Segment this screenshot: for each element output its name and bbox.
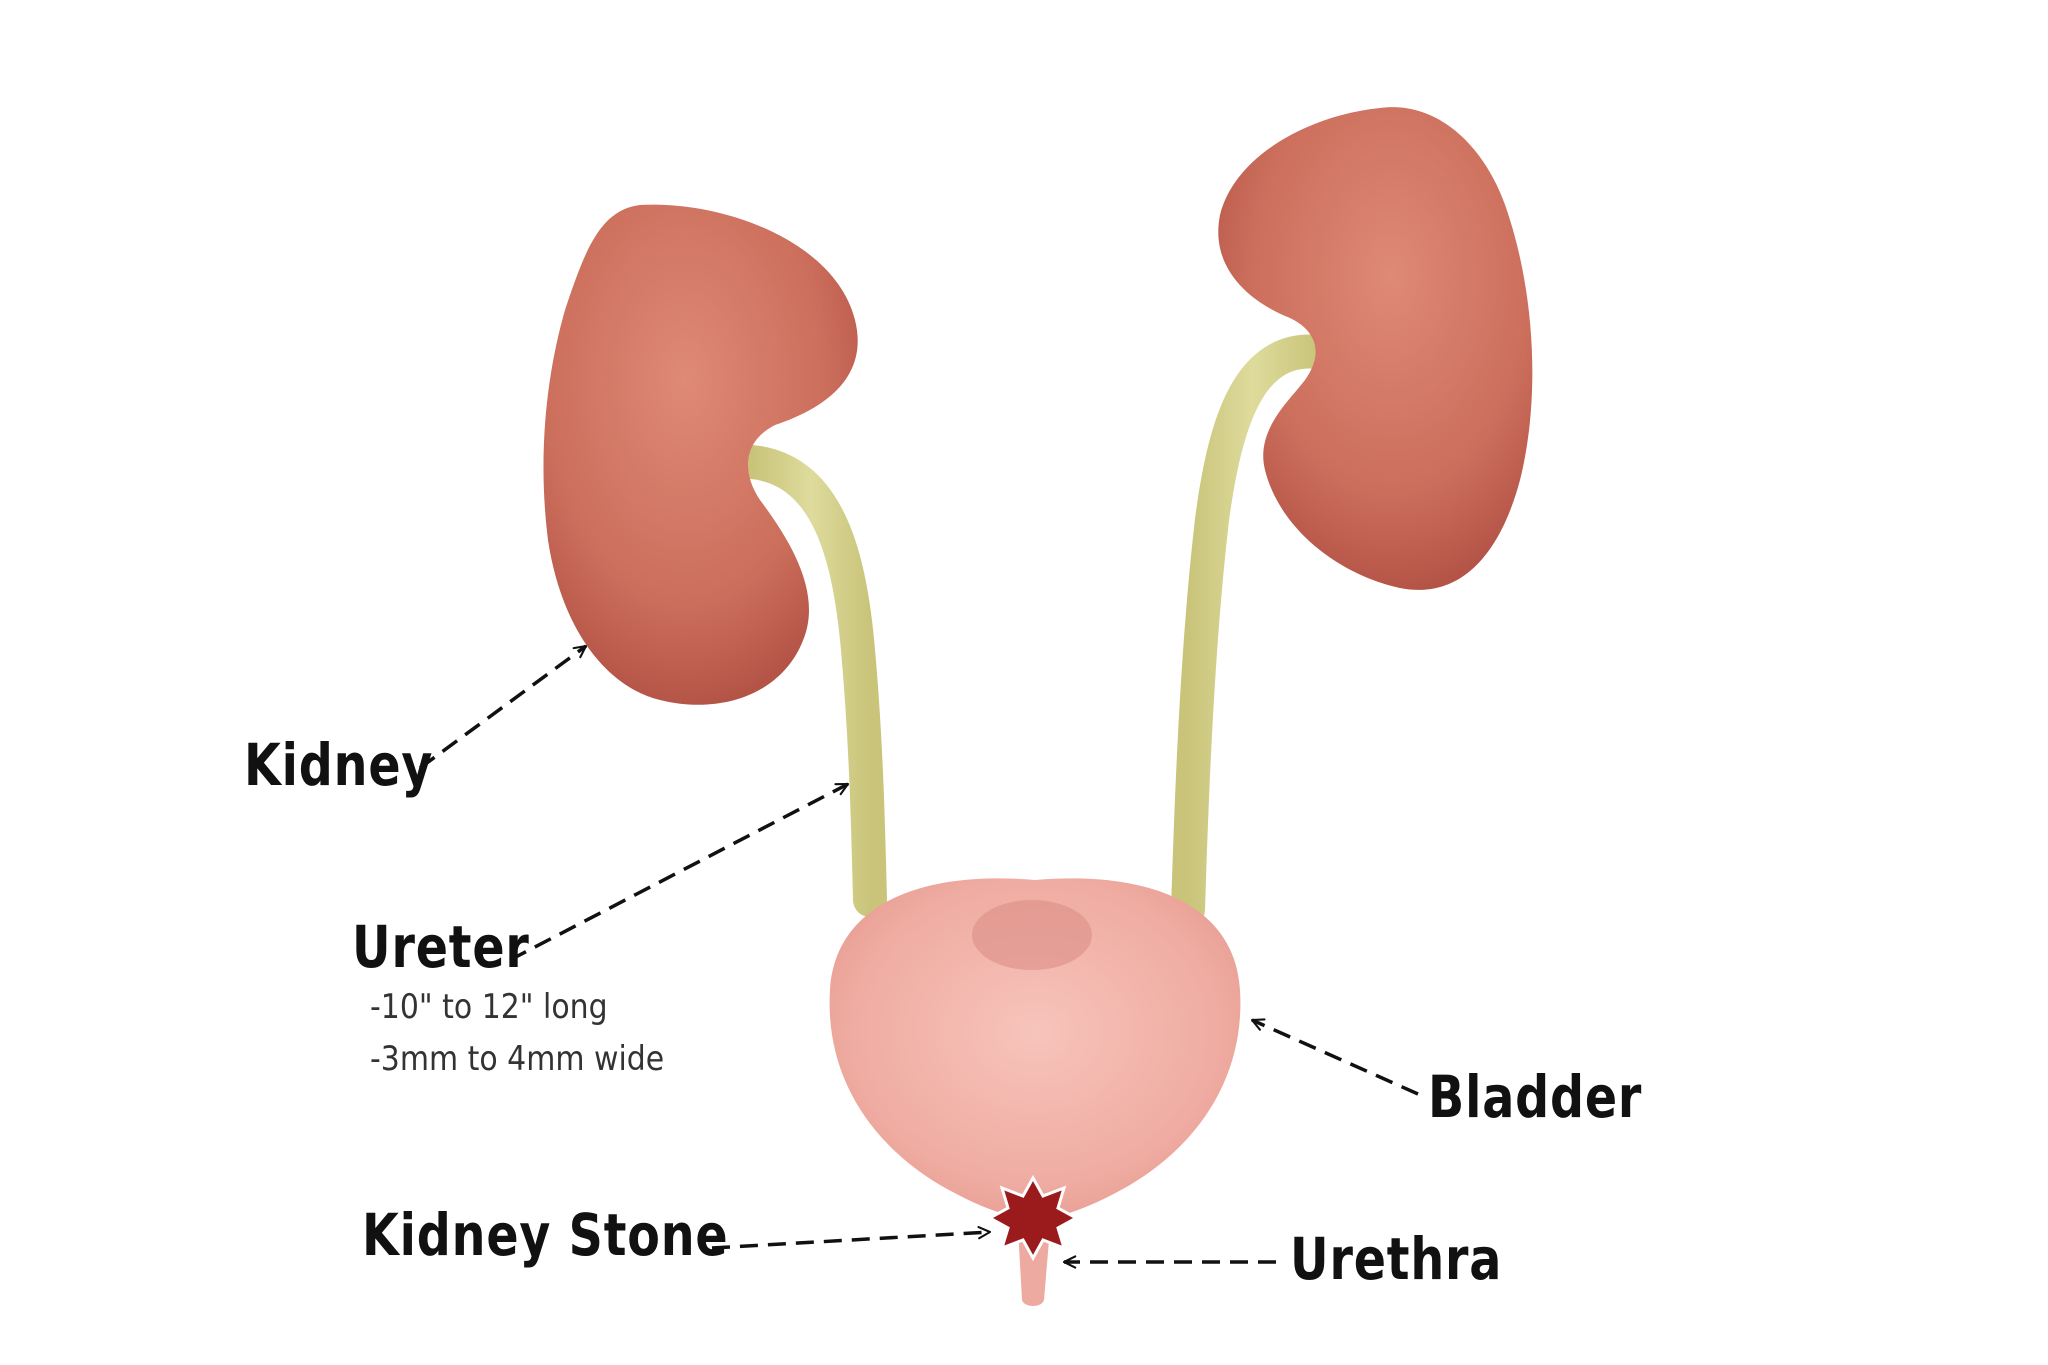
urethra-label: Urethra xyxy=(1290,1225,1503,1293)
kidney-arrow xyxy=(418,644,588,770)
right-kidney xyxy=(1218,107,1533,590)
ureter-width-note: -3mm to 4mm wide xyxy=(370,1039,665,1079)
right-ureter xyxy=(1171,334,1335,927)
ureter-label: Ureter xyxy=(352,913,530,981)
ureter-length-note: -10" to 12" long xyxy=(370,987,608,1027)
kidney-stone-arrow xyxy=(711,1226,992,1250)
kidney-label: Kidney xyxy=(244,731,434,799)
kidney-stone-label: Kidney Stone xyxy=(362,1201,729,1269)
kidney-stone-marker xyxy=(986,1174,1080,1262)
left-ureter xyxy=(735,445,887,917)
bladder xyxy=(829,878,1241,1220)
bladder-arrow xyxy=(1250,1018,1419,1096)
bladder-dome-shade xyxy=(972,900,1092,970)
bladder-label: Bladder xyxy=(1428,1063,1643,1131)
ureter-arrow xyxy=(509,782,850,962)
left-kidney xyxy=(543,204,858,705)
